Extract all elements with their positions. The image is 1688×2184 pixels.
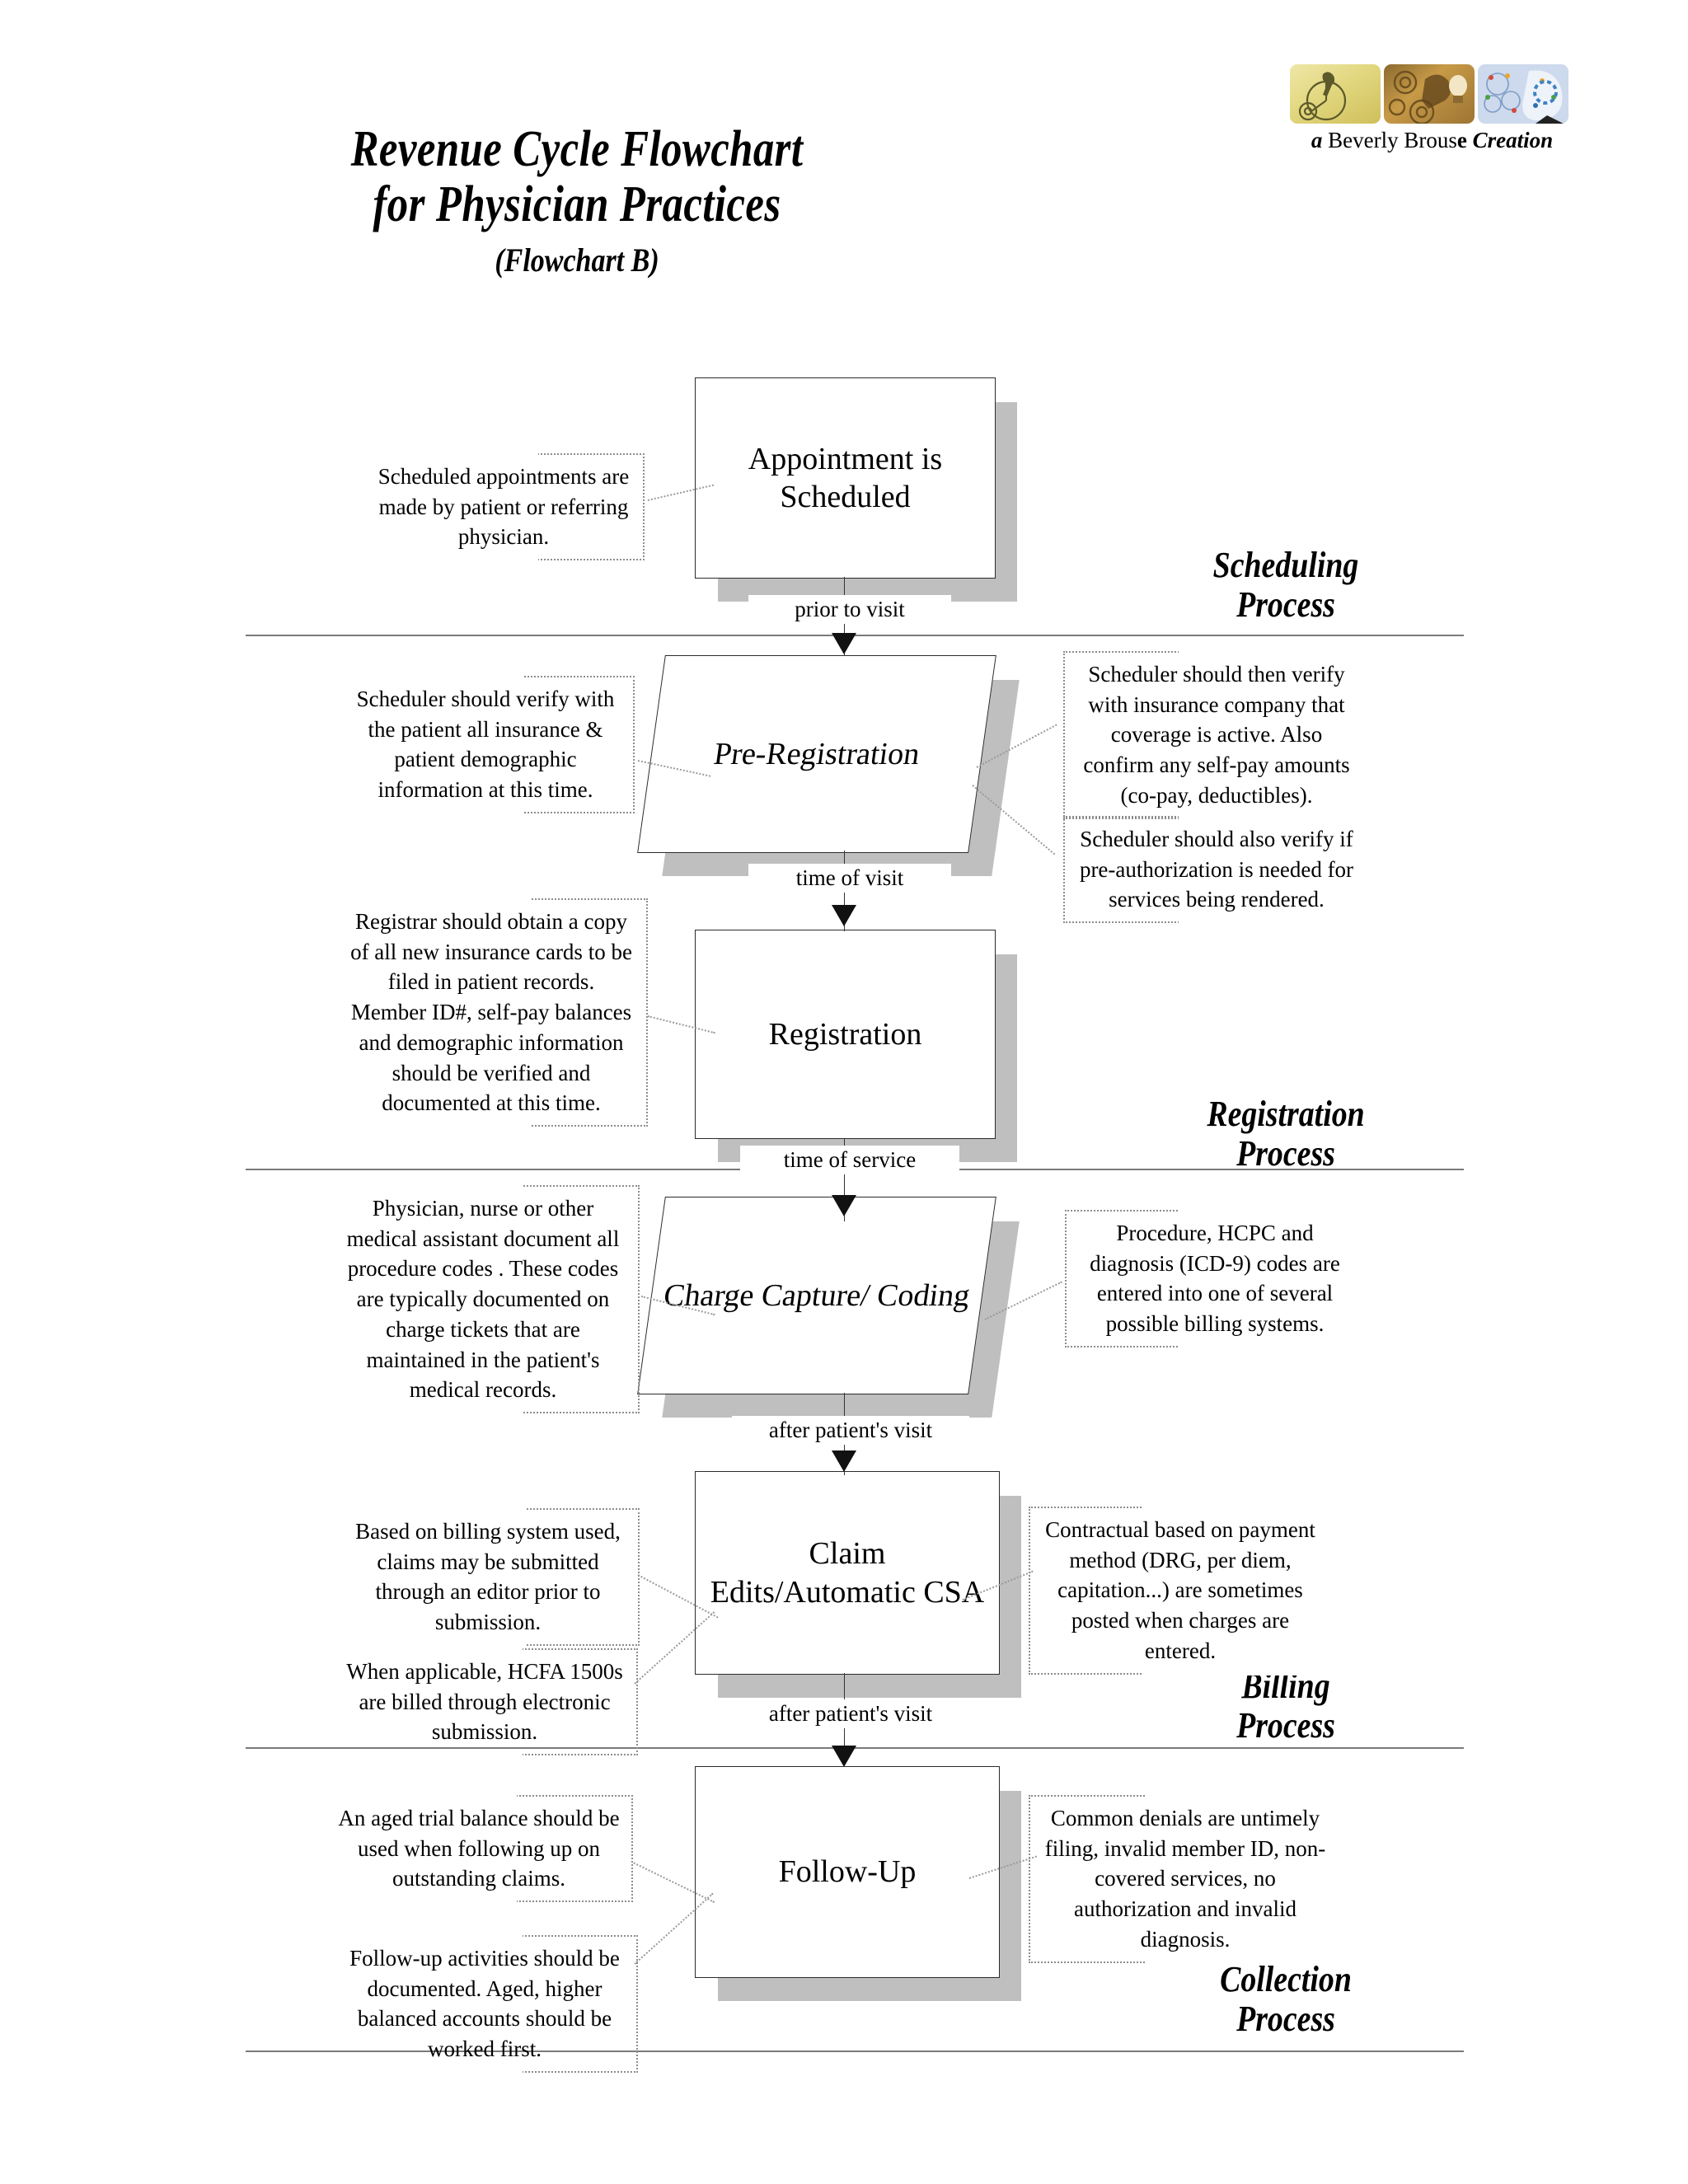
band-label-scheduling-line1: Scheduling (1212, 545, 1359, 585)
connector-5-arrow (832, 1746, 856, 1767)
node-claimedits[interactable]: Claim Edits/Automatic CSA (695, 1471, 1033, 1710)
node-followup-face[interactable]: Follow-Up (695, 1766, 1000, 1978)
band-label-scheduling: Scheduling Process (1172, 546, 1399, 624)
callout-preregistration-left: Scheduler should verify with the patient… (345, 675, 635, 814)
band-label-scheduling-line2: Process (1236, 583, 1335, 625)
callout-followup-left-2: Follow-up activities should be documente… (340, 1934, 638, 2074)
node-registration-face[interactable]: Registration (695, 930, 996, 1139)
page-title: Revenue Cycle Flowchart for Physician Pr… (0, 122, 1154, 279)
brand-logo: a Beverly Brouse Creation (1290, 64, 1574, 153)
gears-svg (1388, 70, 1467, 124)
callout-chargecapture-right: Procedure, HCPC and diagnosis (ICD-9) co… (1065, 1209, 1357, 1348)
callout-claimedits-left-1: Based on billing system used, claims may… (345, 1507, 640, 1647)
callout-preregistration-right-1: Scheduler should then verify with insura… (1063, 650, 1362, 820)
connector-2-label: time of visit (748, 864, 951, 893)
band-label-registration-line1: Registration (1207, 1094, 1365, 1134)
connector-2-arrow (832, 905, 856, 926)
node-registration[interactable]: Registration (695, 930, 1025, 1169)
callout-chargecapture-left: Physician, nurse or other medical assist… (335, 1183, 640, 1415)
node-preregistration-face[interactable]: Pre-Registration (637, 655, 996, 853)
logo-image-strip (1290, 64, 1574, 124)
gears-lightbulb-icon (1384, 64, 1475, 124)
logo-caption-a: a (1311, 128, 1323, 152)
connector-5-label: after patient's visit (732, 1699, 969, 1728)
brain-network-icon (1478, 64, 1568, 124)
callout-registration-left: Registrar should obtain a copy of all ne… (343, 897, 648, 1128)
connector-4-label: after patient's visit (732, 1416, 969, 1445)
connector-1-arrow (832, 633, 856, 654)
node-followup[interactable]: Follow-Up (695, 1766, 1033, 2013)
node-claimedits-face[interactable]: Claim Edits/Automatic CSA (695, 1471, 1000, 1675)
callout-preregistration-right-2: Scheduler should also verify if pre-auth… (1063, 814, 1362, 925)
logo-caption: a Beverly Brouse Creation (1290, 128, 1574, 153)
callout-claimedits-left-2: When applicable, HCFA 1500s are billed t… (340, 1647, 638, 1757)
title-line-1: Revenue Cycle Flowchart (350, 121, 804, 177)
callout-followup-left-1: An aged trial balance should be used whe… (333, 1793, 633, 1904)
brain-svg (1478, 64, 1568, 124)
node-chargecapture-face[interactable]: Charge Capture/ Coding (637, 1197, 996, 1394)
node-claimedits-label: Claim Edits/Automatic CSA (710, 1536, 985, 1610)
divider-collection (246, 2050, 1464, 2052)
band-label-collection: Collection Process (1165, 1960, 1406, 2038)
logo-caption-e: e (1456, 128, 1467, 152)
node-followup-label: Follow-Up (778, 1854, 917, 1890)
connector-3-label: time of service (740, 1146, 959, 1174)
band-label-billing-line2: Process (1236, 1704, 1335, 1746)
connector-3-arrow (832, 1195, 856, 1216)
bicycle-svg (1298, 72, 1347, 121)
logo-caption-creation: Creation (1466, 128, 1554, 152)
connector-1-label: prior to visit (748, 595, 951, 624)
node-appointment[interactable]: Appointment is Scheduled (695, 377, 1025, 608)
node-appointment-label: Appointment is Scheduled (748, 441, 943, 514)
title-subtitle: (Flowchart B) (495, 241, 659, 279)
logo-caption-name: Beverly Brous (1322, 128, 1457, 152)
node-chargecapture-label: Charge Capture/ Coding (661, 1277, 973, 1313)
node-appointment-face[interactable]: Appointment is Scheduled (695, 377, 996, 579)
penny-farthing-bicycle-icon (1290, 64, 1381, 124)
band-label-collection-line2: Process (1236, 1998, 1335, 2039)
node-registration-label: Registration (768, 1016, 922, 1052)
band-label-registration-line2: Process (1236, 1132, 1335, 1174)
callout-appointment-left: Scheduled appointments are made by patie… (371, 452, 645, 562)
connector-4-arrow (832, 1451, 856, 1472)
callout-claimedits-right: Contractual based on payment method (DRG… (1029, 1506, 1324, 1675)
band-label-collection-line1: Collection (1220, 1959, 1352, 1999)
callout-followup-right: Common denials are untimely filing, inva… (1029, 1794, 1334, 1964)
band-label-registration: Registration Process (1165, 1094, 1406, 1173)
connector-3-line (844, 1139, 845, 1221)
title-line-2: for Physician Practices (373, 176, 781, 232)
node-preregistration-label: Pre-Registration (711, 736, 922, 771)
band-label-billing: Billing Process (1172, 1666, 1399, 1745)
